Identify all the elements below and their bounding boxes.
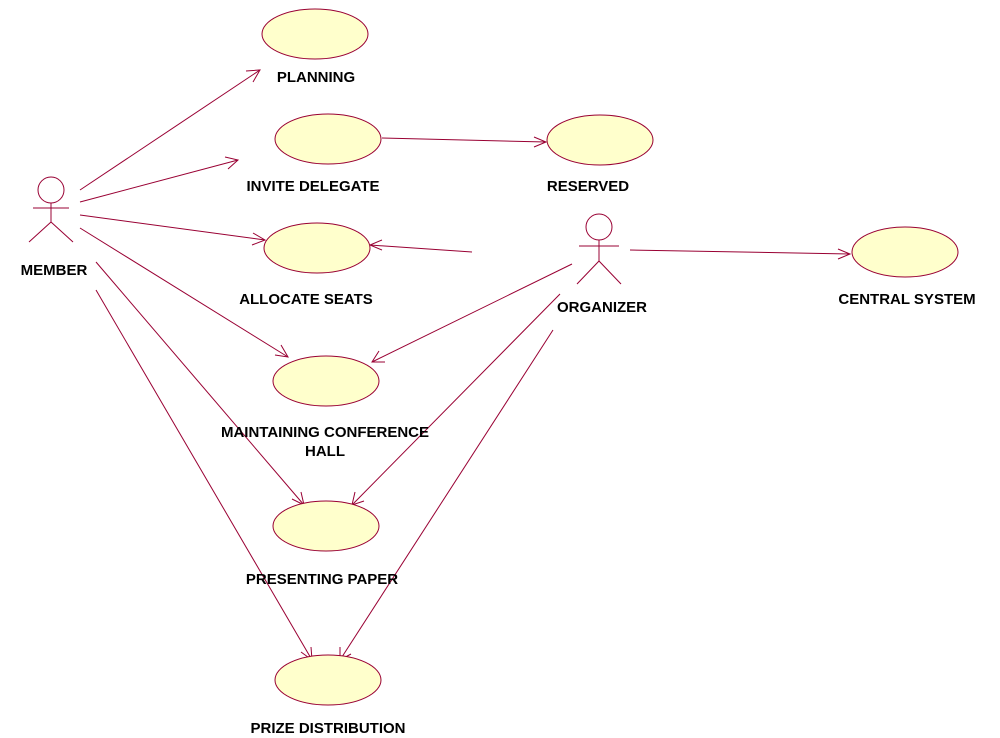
use-case-allocate-seats-ellipse[interactable] — [263, 222, 371, 274]
labels: MEMBER ORGANIZER PLANNING INVITE DELEGAT… — [21, 69, 976, 737]
actor-organizer-left-leg — [576, 260, 600, 285]
actor-organizer-right-leg — [598, 260, 622, 285]
arrowhead-reserved — [533, 136, 548, 148]
use-case-planning-label: PLANNING — [277, 69, 355, 86]
actor-member[interactable] — [28, 176, 74, 243]
actor-organizer-head — [585, 213, 613, 241]
use-case-planning-ellipse[interactable] — [261, 8, 369, 60]
assoc-organizer-central-system — [629, 249, 851, 255]
use-case-presenting-paper-label: PRESENTING PAPER — [246, 571, 398, 588]
arrowhead-planning — [245, 69, 261, 83]
assoc-member-presenting-paper — [95, 261, 305, 506]
arrowhead-invite-delegate — [224, 156, 240, 170]
actor-organizer-label: ORGANIZER — [557, 299, 647, 316]
actor-member-label: MEMBER — [21, 262, 88, 279]
use-case-allocate-seats-label: ALLOCATE SEATS — [239, 291, 373, 308]
use-case-invite-delegate-ellipse[interactable] — [274, 113, 382, 165]
actor-member-right-leg — [50, 221, 74, 243]
use-case-central-system-label: CENTRAL SYSTEM — [838, 291, 975, 308]
assoc-member-prize-distribution — [95, 289, 313, 661]
use-case-invite-delegate-label: INVITE DELEGATE — [246, 178, 379, 195]
use-case-maintaining-hall-ellipse[interactable] — [272, 355, 380, 407]
assoc-member-planning — [79, 69, 261, 191]
arrowhead-allocate-seats — [251, 232, 267, 246]
assoc-organizer-maintaining-hall — [371, 263, 573, 363]
use-case-prize-distribution-ellipse[interactable] — [274, 654, 382, 706]
use-case-maintaining-hall-label-line2: HALL — [305, 443, 345, 460]
assoc-member-allocate-seats — [79, 214, 266, 241]
assoc-invite-delegate-reserved — [381, 137, 547, 143]
use-case-presenting-paper-ellipse[interactable] — [272, 500, 380, 552]
use-case-maintaining-hall-label-line1: MAINTAINING CONFERENCE — [221, 424, 429, 441]
arrowhead-central-system — [837, 248, 852, 260]
assoc-organizer-presenting-paper — [351, 293, 561, 506]
use-case-reserved-label: RESERVED — [547, 178, 629, 195]
use-cases — [261, 8, 959, 706]
arrowhead-organizer-maintaining-hall — [371, 350, 385, 363]
actor-member-head — [37, 176, 65, 204]
actor-member-left-leg — [28, 221, 52, 243]
assoc-member-maintaining-hall — [79, 227, 289, 358]
assoc-member-invite-delegate — [79, 159, 239, 203]
use-case-central-system-ellipse[interactable] — [851, 226, 959, 278]
associations — [79, 69, 852, 662]
actor-organizer[interactable] — [576, 213, 622, 285]
use-case-reserved-ellipse[interactable] — [546, 114, 654, 166]
use-case-prize-distribution-label: PRIZE DISTRIBUTION — [250, 720, 405, 737]
assoc-organizer-allocate-seats — [369, 244, 473, 253]
arrowhead-maintaining-hall — [274, 344, 289, 358]
assoc-organizer-prize-distribution — [339, 329, 554, 661]
